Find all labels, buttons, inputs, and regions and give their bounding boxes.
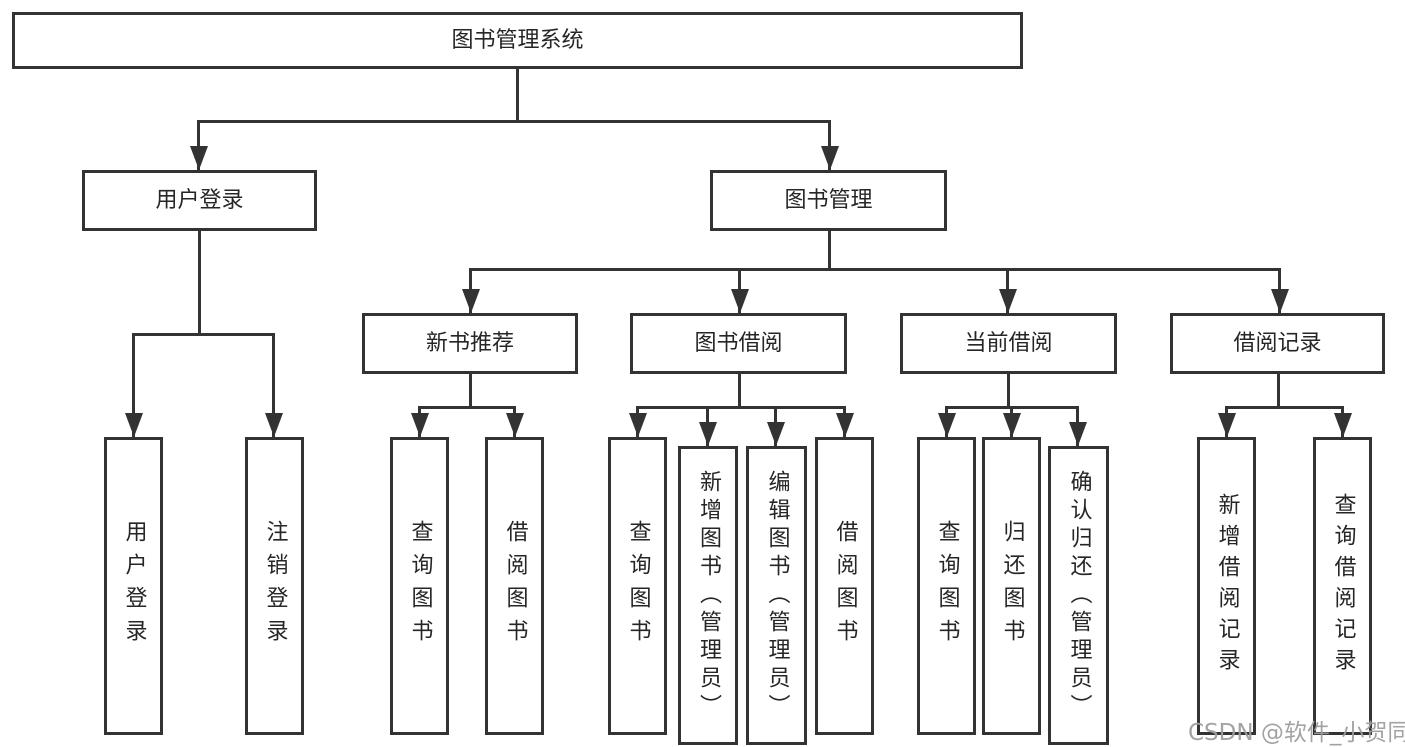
connector-borrow-records-hbar — [1225, 406, 1343, 409]
leaf-query-book-current: 查询图书 — [917, 437, 976, 735]
leaf-query-book-borrow-label: 查询图书 — [625, 520, 651, 652]
arrow-to-leaf-add-book-admin — [706, 406, 709, 446]
connector-level3-hbar — [469, 268, 1281, 271]
connector-level2-hbar — [197, 120, 831, 123]
node-library-system-label: 图书管理系统 — [451, 27, 584, 53]
leaf-query-borrow-record: 查询借阅记录 — [1313, 437, 1372, 735]
arrow-to-leaf-edit-book-admin — [774, 406, 777, 446]
arrow-to-leaf-borrow-book — [843, 406, 846, 437]
leaf-logout-label: 注销登录 — [262, 520, 288, 652]
leaf-borrow-book-recommend-label: 借阅图书 — [502, 520, 528, 652]
arrow-to-leaf-query-borrow-record — [1341, 406, 1344, 437]
leaf-borrow-book-recommend: 借阅图书 — [485, 437, 544, 735]
leaf-add-borrow-record: 新增借阅记录 — [1197, 437, 1256, 735]
node-current-borrow: 当前借阅 — [900, 313, 1117, 374]
arrow-to-leaf-confirm-return-admin — [1076, 406, 1079, 446]
leaf-borrow-book-label: 借阅图书 — [832, 520, 858, 652]
arrow-to-current-borrow — [1006, 268, 1009, 313]
leaf-add-book-admin: 新增图书（管理员） — [678, 446, 738, 745]
arrow-to-user-login — [197, 120, 200, 170]
arrow-to-book-borrow — [738, 268, 741, 313]
connector-borrow-records-stem — [1277, 374, 1280, 409]
leaf-borrow-book: 借阅图书 — [815, 437, 874, 735]
leaf-logout: 注销登录 — [245, 437, 304, 735]
leaf-user-login: 用户登录 — [104, 437, 163, 735]
node-borrow-records: 借阅记录 — [1170, 313, 1385, 374]
arrow-to-leaf-query-book-recommend — [418, 406, 421, 437]
leaf-edit-book-admin: 编辑图书（管理员） — [746, 446, 807, 745]
node-user-login: 用户登录 — [82, 170, 317, 231]
connector-user-login-stem — [198, 231, 201, 336]
arrow-to-new-book-recommend — [469, 268, 472, 313]
connector-new-book-stem — [469, 374, 472, 409]
arrow-to-leaf-user-login — [132, 333, 135, 437]
arrow-to-leaf-query-book-current — [945, 406, 948, 437]
leaf-confirm-return-admin-label: 确认归还（管理员） — [1066, 469, 1092, 722]
arrow-to-leaf-return-book — [1010, 406, 1013, 437]
leaf-query-book-recommend-label: 查询图书 — [407, 520, 433, 652]
node-new-book-recommend: 新书推荐 — [362, 313, 578, 374]
connector-user-login-hbar — [132, 333, 274, 336]
leaf-confirm-return-admin: 确认归还（管理员） — [1048, 446, 1109, 745]
leaf-query-book-current-label: 查询图书 — [934, 520, 960, 652]
leaf-add-borrow-record-label: 新增借阅记录 — [1214, 493, 1240, 679]
node-new-book-recommend-label: 新书推荐 — [425, 330, 514, 356]
node-book-management-label: 图书管理 — [784, 187, 873, 213]
connector-book-borrow-hbar — [636, 406, 845, 409]
leaf-query-book-recommend: 查询图书 — [390, 437, 449, 735]
leaf-query-book-borrow: 查询图书 — [608, 437, 667, 735]
leaf-return-book-label: 归还图书 — [999, 520, 1025, 652]
arrow-to-leaf-logout — [272, 333, 275, 437]
node-book-management: 图书管理 — [710, 170, 947, 231]
arrow-to-leaf-query-book-borrow — [636, 406, 639, 437]
arrow-to-borrow-records — [1278, 268, 1281, 313]
connector-book-management-stem — [828, 231, 831, 271]
node-current-borrow-label: 当前借阅 — [964, 330, 1053, 356]
node-book-borrow: 图书借阅 — [630, 313, 847, 374]
connector-current-borrow-stem — [1007, 374, 1010, 409]
arrow-to-leaf-add-borrow-record — [1225, 406, 1228, 437]
connector-book-borrow-stem — [738, 374, 741, 409]
leaf-query-borrow-record-label: 查询借阅记录 — [1330, 493, 1356, 679]
arrow-to-book-management — [828, 120, 831, 170]
leaf-return-book: 归还图书 — [982, 437, 1041, 735]
leaf-edit-book-admin-label: 编辑图书（管理员） — [764, 469, 790, 722]
leaf-add-book-admin-label: 新增图书（管理员） — [696, 469, 721, 722]
connector-root-stem — [516, 68, 519, 122]
arrow-to-leaf-borrow-book-recommend — [513, 406, 516, 437]
leaf-user-login-label: 用户登录 — [121, 520, 147, 652]
csdn-watermark: CSDN @软件_小贺同学 — [1188, 720, 1405, 746]
node-borrow-records-label: 借阅记录 — [1233, 330, 1322, 356]
node-user-login-label: 用户登录 — [155, 187, 244, 213]
connector-new-book-hbar — [418, 406, 516, 409]
node-library-system: 图书管理系统 — [12, 12, 1023, 69]
node-book-borrow-label: 图书借阅 — [694, 330, 783, 356]
